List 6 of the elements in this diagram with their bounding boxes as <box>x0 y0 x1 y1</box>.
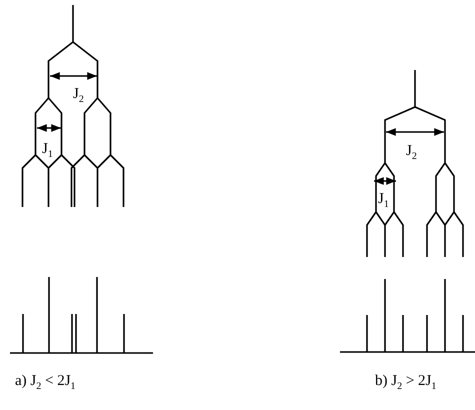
caption: b) J$_{2}$ > 2J$_{1}$ <box>375 373 436 394</box>
coupling-label: J$_{1}$ <box>378 191 389 212</box>
coupling-label: J$_{2}$ <box>406 143 417 164</box>
coupling-label: J$_{1}$ <box>42 141 53 162</box>
coupling-label: J$_{2}$ <box>73 86 84 107</box>
caption: a) J$_{2}$ < 2J$_{1}$ <box>15 373 76 394</box>
